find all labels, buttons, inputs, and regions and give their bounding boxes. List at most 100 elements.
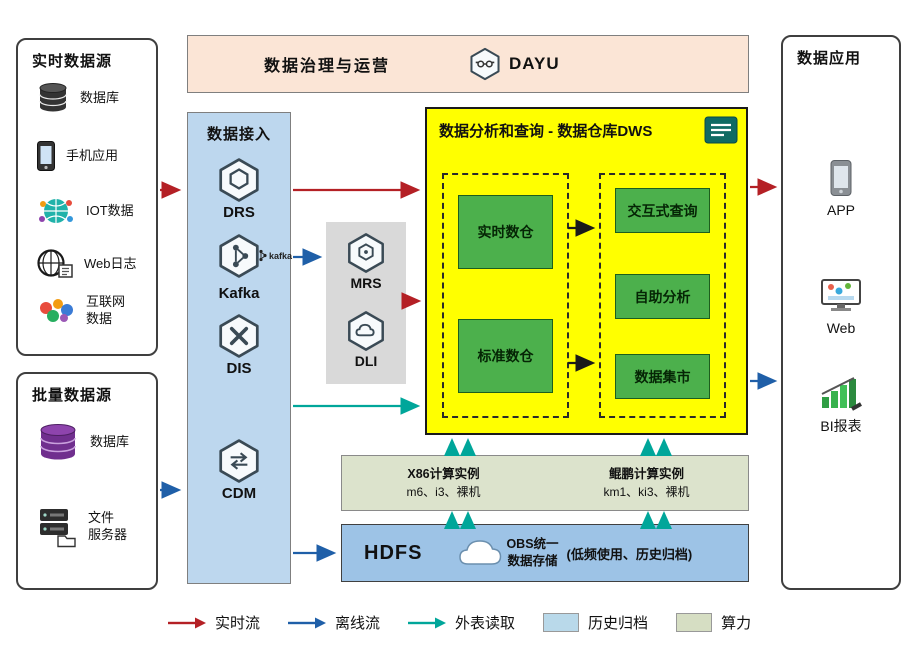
compute-group-x86: X86计算实例 m6、i3、裸机	[342, 456, 545, 510]
cloud-icon	[456, 538, 502, 568]
source-item-internet: 互联网 数据	[18, 294, 156, 328]
dws-title: 数据分析和查询 - 数据仓库DWS	[439, 123, 653, 140]
compute-subtitle: km1、ki3、裸机	[603, 485, 690, 500]
source-label: 数据库	[90, 433, 130, 449]
service-label: MRS	[350, 275, 382, 291]
analytics-self-service: 自助分析	[615, 274, 710, 319]
legend-item-compute: 算力	[676, 612, 751, 633]
app-label: Web	[826, 320, 856, 336]
drs-icon	[219, 158, 259, 202]
dis-icon	[219, 314, 259, 358]
dayu-hexagon-icon	[470, 47, 500, 81]
legend-label: 离线流	[335, 615, 381, 632]
file-server-icon	[36, 506, 78, 548]
storage-note: (低频使用、历史归档)	[566, 546, 693, 562]
service-drs: DRS	[188, 157, 290, 221]
dayu-logo-text: DAYU	[509, 54, 560, 73]
legend-item-external-read: 外表读取	[408, 612, 515, 633]
warehouse-group: 实时数仓 标准数仓	[442, 173, 569, 418]
legend-external-arrow-icon	[408, 617, 447, 628]
legend-label: 外表读取	[455, 615, 516, 632]
service-kafka: kafka Kafka	[188, 233, 292, 302]
analytics-group: 交互式查询 自助分析 数据集市	[599, 173, 726, 418]
source-item-iot: IOT数据	[18, 195, 156, 227]
report-icon	[704, 116, 738, 144]
source-item-mobile: 手机应用	[18, 140, 156, 172]
kafka-logo: kafka	[258, 249, 292, 262]
legend-item-offline: 离线流	[288, 612, 380, 633]
legend-label: 历史归档	[588, 615, 649, 632]
legend-archive-swatch	[543, 613, 580, 632]
source-item-database: 数据库	[18, 82, 156, 114]
iot-icon	[36, 195, 76, 227]
service-label: DIS	[226, 360, 252, 377]
web-log-icon	[36, 248, 74, 280]
warehouse-standard: 标准数仓	[458, 319, 553, 393]
dli-icon	[348, 311, 384, 351]
realtime-sources-title: 实时数据源	[32, 53, 113, 70]
legend-offline-arrow-icon	[288, 617, 327, 628]
kafka-logo-icon	[259, 249, 267, 262]
analytics-data-mart: 数据集市	[615, 354, 710, 399]
panel-data-apps: 数据应用 APP Web BI报表	[781, 35, 901, 590]
panel-batch-sources: 批量数据源 数据库 文件 服务器	[16, 372, 158, 590]
warehouse-realtime: 实时数仓	[458, 195, 553, 269]
app-item-bi: BI报表	[783, 375, 899, 436]
kafka-logo-text: kafka	[268, 250, 292, 261]
service-dli: DLI	[326, 310, 406, 369]
governance-title: 数据治理与运营	[264, 58, 391, 75]
analytics-interactive-query: 交互式查询	[615, 188, 710, 233]
mobile-phone-icon	[36, 140, 56, 172]
internet-data-icon	[36, 296, 76, 326]
source-label: 互联网 数据	[86, 294, 126, 326]
compute-title: X86计算实例	[407, 466, 480, 481]
panel-realtime-sources: 实时数据源 数据库 手机应用 IOT数据 Web日志	[16, 38, 158, 356]
source-label: IOT数据	[86, 202, 134, 218]
data-access-title: 数据接入	[206, 126, 271, 143]
service-label: DLI	[354, 353, 378, 369]
panel-data-access: 数据接入 DRS kafka Kafka DIS CDM	[187, 112, 292, 584]
source-label: 手机应用	[66, 147, 119, 163]
service-label: CDM	[221, 485, 257, 502]
service-dis: DIS	[188, 313, 290, 377]
panel-compute-instances: X86计算实例 m6、i3、裸机 鲲鹏计算实例 km1、ki3、裸机	[341, 455, 749, 511]
service-cdm: CDM	[188, 438, 290, 502]
service-mrs: MRS	[326, 232, 406, 291]
bi-report-icon	[818, 375, 864, 411]
web-monitor-icon	[818, 277, 864, 315]
legend-item-realtime: 实时流	[168, 612, 260, 633]
compute-group-kunpeng: 鲲鹏计算实例 km1、ki3、裸机	[545, 456, 748, 510]
source-item-weblog: Web日志	[18, 248, 156, 280]
legend-label: 实时流	[215, 615, 261, 632]
panel-dws: 数据分析和查询 - 数据仓库DWS 实时数仓 标准数仓 交互式查询 自助分析 数…	[425, 107, 748, 435]
legend-label: 算力	[721, 615, 752, 632]
hdfs-label: HDFS	[364, 541, 423, 564]
source-item-file-server: 文件 服务器	[18, 506, 156, 548]
legend: 实时流 离线流 外表读取 历史归档 算力	[168, 612, 751, 633]
database-stack-icon	[36, 422, 80, 462]
legend-compute-swatch	[676, 613, 713, 632]
mrs-icon	[348, 233, 384, 273]
source-label: 文件 服务器	[88, 510, 128, 542]
source-label: Web日志	[84, 255, 137, 271]
legend-realtime-arrow-icon	[168, 617, 206, 628]
cdm-icon	[219, 439, 259, 483]
dayu-logo: DAYU	[468, 47, 560, 81]
app-phone-icon	[829, 159, 853, 197]
app-item-app: APP	[783, 159, 899, 218]
governance-bar: 数据治理与运营 DAYU	[187, 35, 749, 93]
compute-subtitle: m6、i3、裸机	[406, 485, 481, 500]
database-icon	[36, 82, 70, 114]
obs-label: OBS统一 数据存储	[506, 537, 559, 568]
batch-sources-title: 批量数据源	[32, 387, 113, 404]
app-item-web: Web	[783, 277, 899, 336]
kafka-icon	[219, 234, 259, 278]
panel-middleware: MRS DLI	[326, 222, 406, 384]
source-item-batch-database: 数据库	[18, 422, 156, 462]
data-apps-title: 数据应用	[797, 50, 862, 67]
app-label: BI报表	[820, 418, 862, 434]
compute-title: 鲲鹏计算实例	[608, 466, 684, 481]
service-label: DRS	[223, 204, 255, 221]
source-label: 数据库	[80, 89, 120, 105]
